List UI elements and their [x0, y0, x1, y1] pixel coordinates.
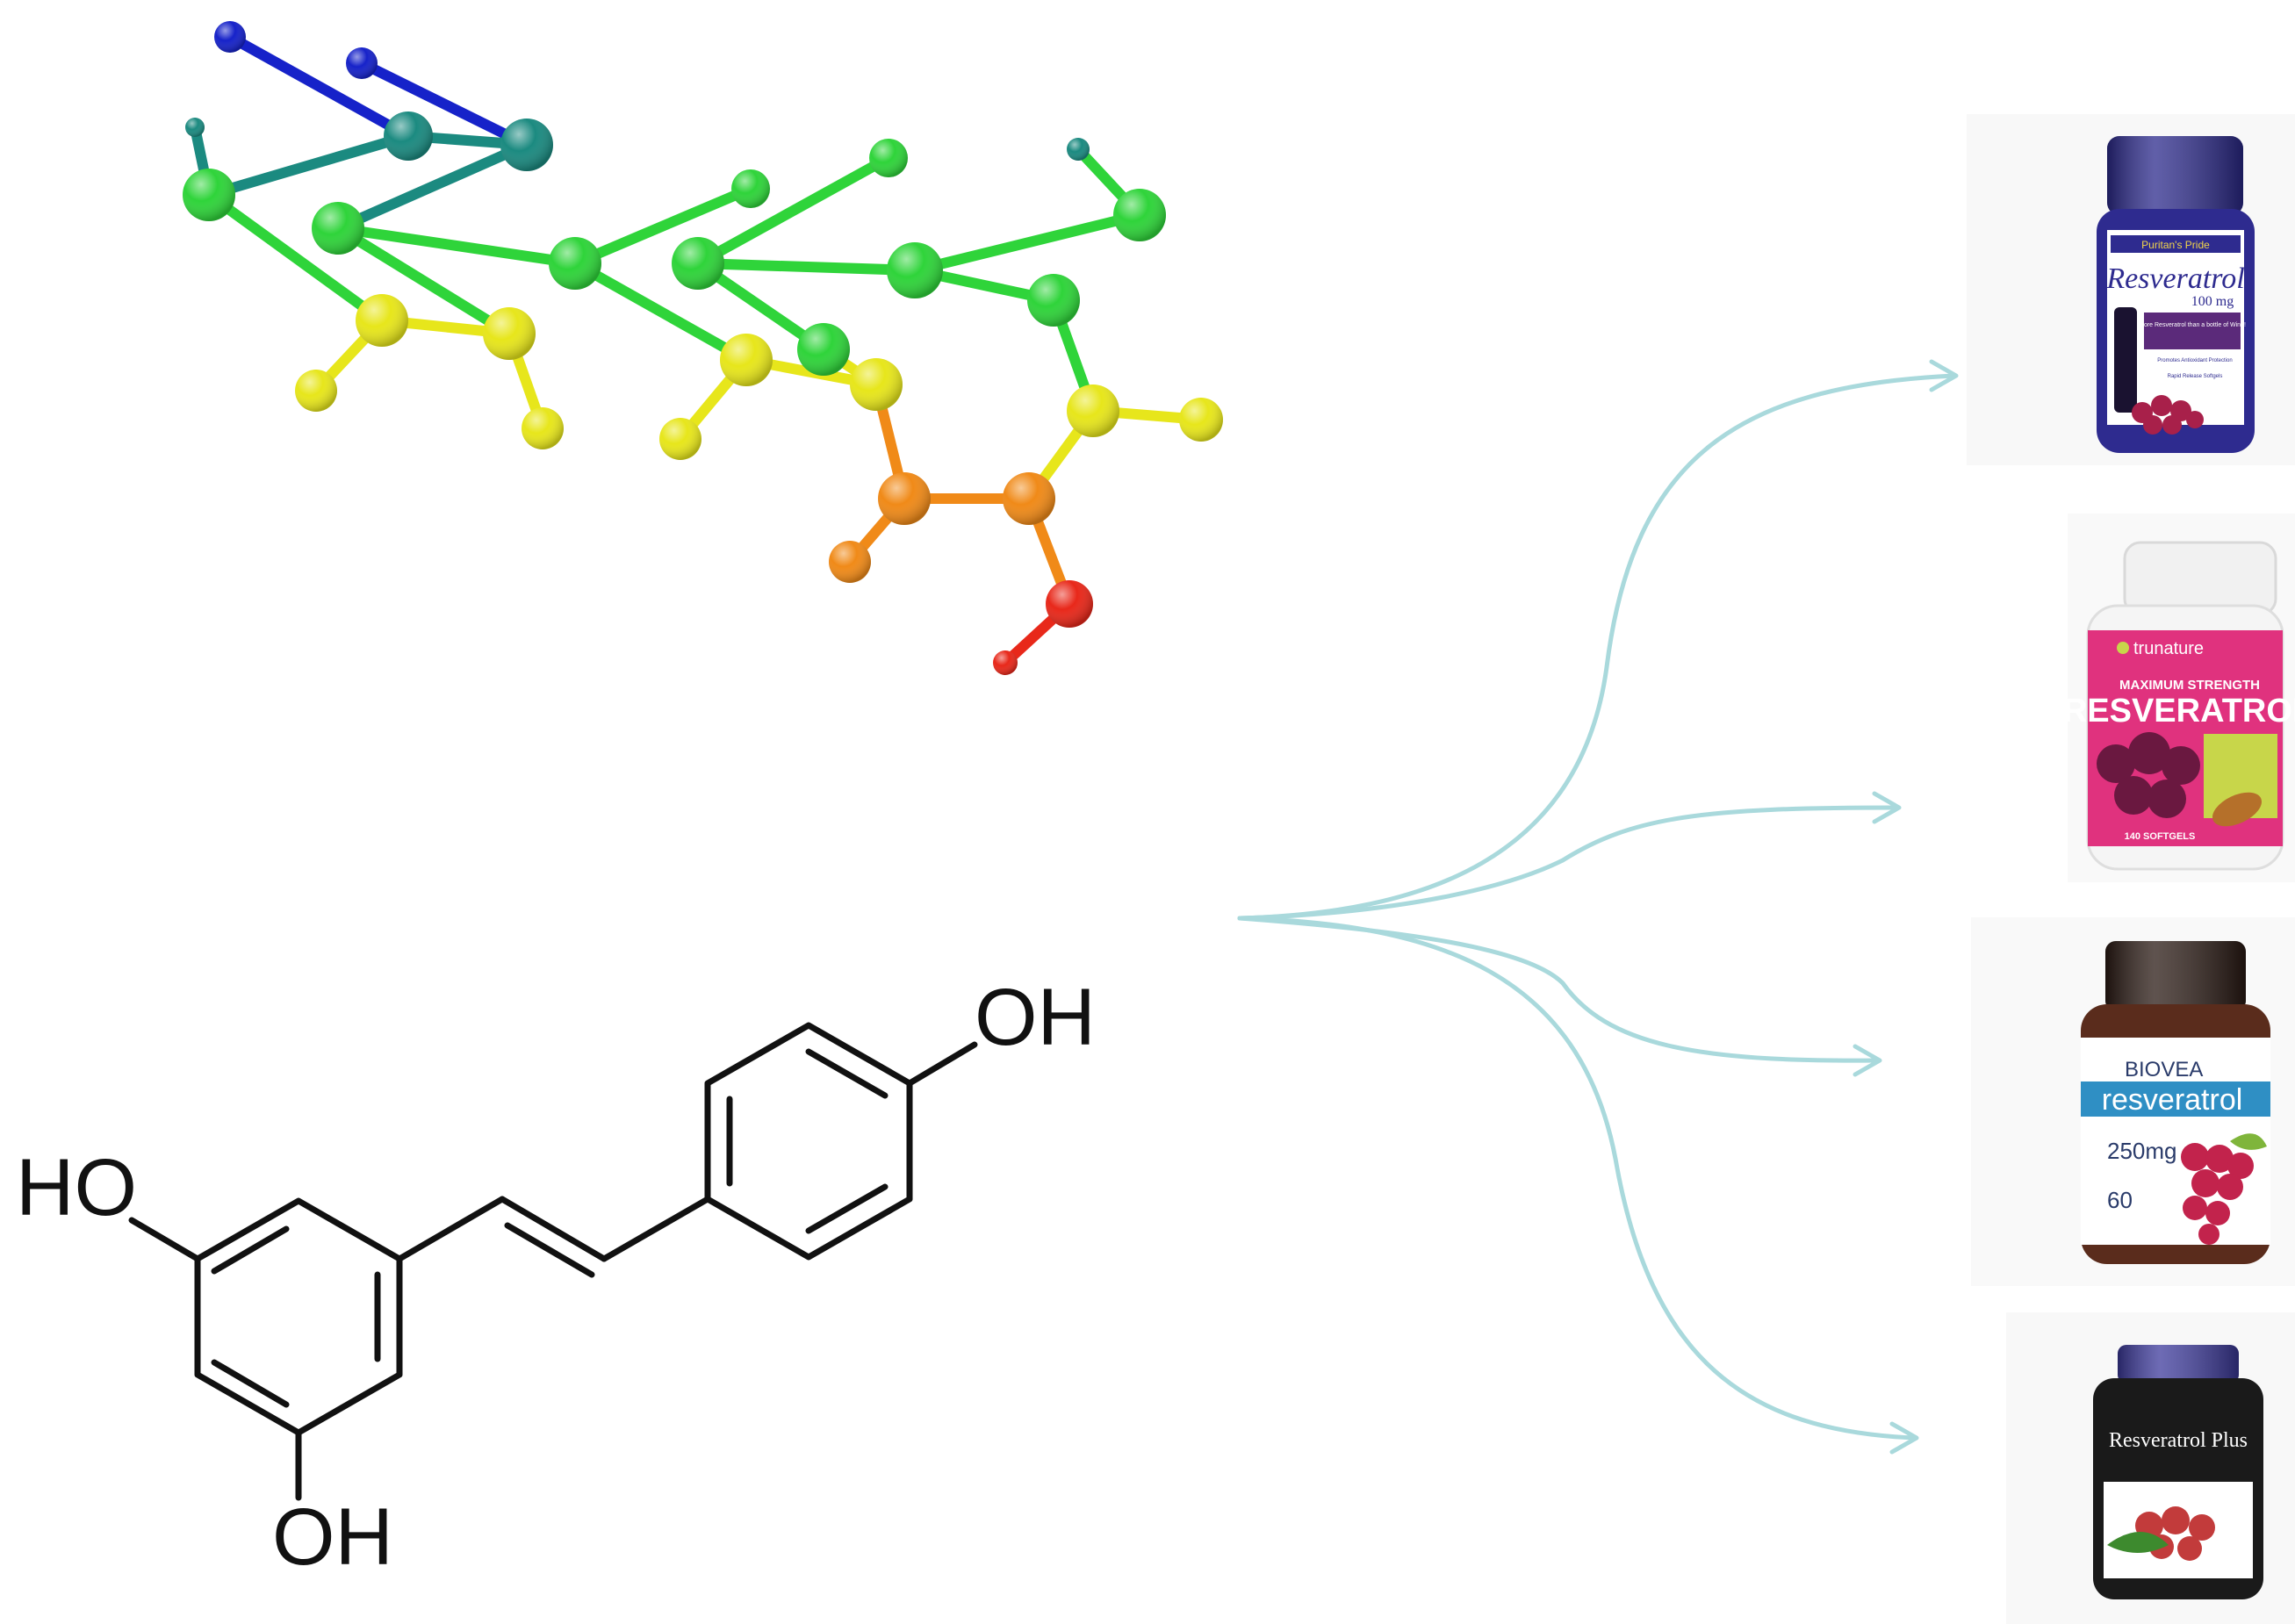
arrow-to-product-1	[1237, 373, 1956, 921]
arrow-to-product-4	[1237, 916, 1917, 1441]
molecule-atom-shading	[1179, 398, 1223, 442]
product-title: Resveratrol Plus	[2109, 1429, 2248, 1452]
bottle-cap	[2123, 541, 2277, 616]
molecule-atom-shading	[384, 111, 433, 161]
product-biovea: BIOVEA resveratrol 250mg 60	[1971, 917, 2295, 1286]
molecule-atom-shading	[659, 418, 701, 460]
arrowhead-2	[1872, 791, 1902, 824]
product-puritans-pride: Puritan's Pride Resveratrol 100 mg More …	[1967, 114, 2295, 465]
molecule-atom-shading	[797, 323, 850, 376]
molecule-bond	[225, 32, 414, 141]
product-title: RESVERATROL	[2063, 693, 2295, 729]
molecule-atom-shading	[850, 358, 903, 411]
molecule-bond	[693, 153, 894, 269]
molecule-atom-shading	[483, 307, 536, 360]
molecule-atom-shading	[214, 21, 246, 53]
product-title: resveratrol	[2102, 1083, 2243, 1117]
molecule-bond	[910, 210, 1145, 276]
left-benzene-ring	[194, 1197, 403, 1436]
ho-bond-left	[128, 1217, 201, 1262]
molecule-bond	[693, 258, 920, 276]
product-tagline: More Resveratrol than a bottle of Wine!	[2139, 322, 2246, 328]
branching-arrows	[1237, 359, 1959, 1455]
molecule-atom-shading	[549, 237, 601, 290]
molecule-bond	[204, 131, 414, 200]
molecule-bond	[333, 223, 580, 269]
oh-bond-top	[906, 1041, 978, 1087]
molecule-bond	[204, 190, 387, 326]
molecule-atom-shading	[295, 370, 337, 412]
product-count: 140 SOFTGELS	[2125, 831, 2196, 842]
grapes-graphic	[2097, 732, 2200, 818]
left-ring-inner-bond	[211, 1359, 290, 1408]
molecule-atom-shading	[829, 541, 871, 583]
molecule-atom-shading	[993, 650, 1018, 675]
product-trunature: trunature MAXIMUM STRENGTH RESVERATROL 1…	[2063, 514, 2295, 882]
product-resveratrol-plus: Resveratrol Plus	[2006, 1312, 2295, 1624]
product-strength: 250mg	[2107, 1138, 2177, 1164]
product-claim: Promotes Antioxidant Protection	[2157, 358, 2232, 363]
arrowhead-3	[1853, 1044, 1882, 1077]
right-benzene-ring	[704, 1022, 913, 1261]
product-dose: 100 mg	[2191, 294, 2234, 309]
molecule-atom-shading	[346, 47, 378, 79]
vinyl-double-bond-inner	[504, 1222, 595, 1278]
molecule-atom-shading	[1027, 274, 1080, 327]
molecule-atom-shading	[312, 202, 364, 255]
leaf-icon	[2117, 642, 2129, 654]
product-title: Resveratrol	[2105, 262, 2244, 295]
grapes-graphic	[2181, 1143, 2254, 1245]
molecule-bond	[570, 183, 756, 269]
product-count: 60	[2107, 1187, 2133, 1213]
arrow-to-product-3	[1237, 916, 1880, 1063]
arrowhead-4	[1889, 1421, 1919, 1455]
right-ring-inner-bond	[805, 1183, 889, 1234]
product-claim: Rapid Release Softgels	[2168, 374, 2223, 379]
softgel-graphic	[2212, 792, 2263, 827]
molecule-atom-shading	[1046, 580, 1093, 628]
molecule-atom-shading	[731, 169, 770, 208]
vinyl-bond	[601, 1196, 711, 1262]
arrowhead-1	[1929, 359, 1959, 392]
grapes-graphic	[2132, 395, 2204, 435]
product-subtitle: MAXIMUM STRENGTH	[2119, 678, 2260, 693]
molecule-atom-shading	[185, 118, 205, 137]
brand-text: BIOVEA	[2125, 1058, 2203, 1081]
molecule-atom-shading	[878, 472, 931, 525]
right-ring-inner-bond	[805, 1048, 889, 1099]
molecule-bond	[356, 58, 532, 150]
ball-and-stick-molecule	[183, 21, 1223, 675]
product-title: Resveratrol Plus	[2109, 1429, 2248, 1452]
vinyl-bond	[396, 1196, 506, 1262]
brand-text: trunature	[2133, 639, 2204, 658]
molecule-atom-shading	[500, 119, 553, 171]
leaf-graphic	[2230, 1133, 2267, 1150]
arrow-to-product-2	[1237, 805, 1899, 921]
molecule-atom-shading	[672, 237, 724, 290]
molecule-atom-shading	[1003, 472, 1055, 525]
brand-text: Puritan's Pride	[2141, 239, 2210, 251]
leaf-graphic	[2107, 1532, 2169, 1553]
molecule-bond	[570, 258, 752, 365]
molecule-atom-shading	[522, 407, 564, 449]
molecule-atom-shading	[887, 242, 943, 298]
molecule-atom-shading	[356, 294, 408, 347]
molecule-atom-shading	[720, 334, 773, 386]
wine-bottle-graphic	[2114, 307, 2137, 413]
resveratrol-skeletal-structure	[128, 1022, 978, 1501]
molecule-bond	[333, 140, 532, 234]
molecule-bond	[333, 223, 514, 339]
left-ring-inner-bond	[211, 1225, 290, 1275]
molecule-atom-shading	[1067, 384, 1119, 437]
molecule-atom-shading	[1067, 138, 1090, 161]
molecule-atom-shading	[183, 169, 235, 221]
molecule-atom-shading	[1113, 189, 1166, 241]
oh-label-top: OH	[975, 973, 1096, 1062]
molecule-atom-shading	[869, 139, 908, 177]
oh-label-bottom: OH	[272, 1492, 393, 1582]
vinyl-double-bond	[499, 1196, 608, 1262]
ho-label-left: HO	[16, 1143, 137, 1232]
